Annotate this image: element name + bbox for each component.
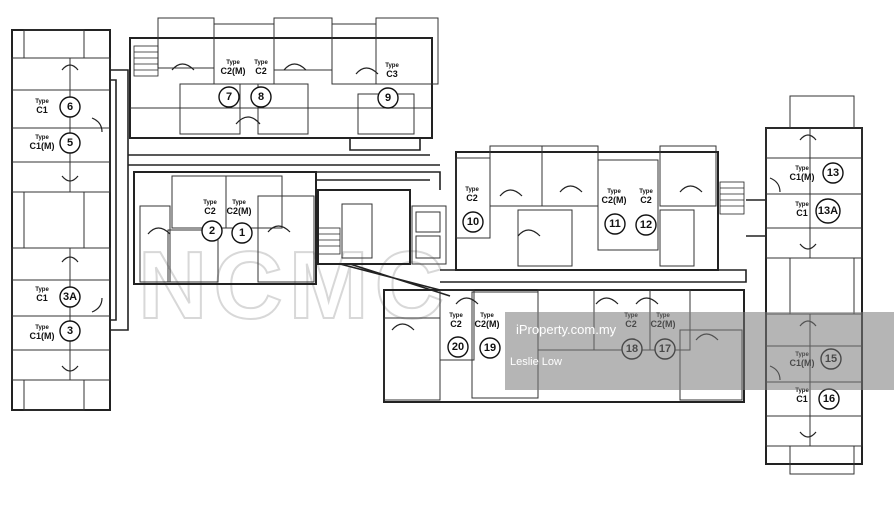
unit-number-circle: [604, 213, 626, 235]
unit-type-code: C2(M): [227, 206, 252, 216]
unit-type-code: C1(M): [790, 172, 815, 182]
unit-type-code: C1(M): [30, 331, 55, 341]
unit-number: 13A: [818, 205, 838, 217]
unit-number-circle: [462, 211, 484, 233]
unit-number-circle: [231, 222, 253, 244]
unit-number-circle: [59, 96, 81, 118]
unit-number: 11: [609, 218, 621, 230]
unit-number-circle: [635, 214, 657, 236]
brand-text: iProperty.com.my: [516, 322, 617, 337]
unit-type-code: C1: [36, 293, 48, 303]
unit-type-word: Type: [795, 202, 809, 208]
unit-number-circle: [447, 336, 469, 358]
right-center-block: [440, 145, 766, 283]
left-connector: [110, 69, 440, 331]
unit-number: 20: [452, 341, 464, 353]
unit-number: 8: [258, 91, 264, 103]
unit-number: 3A: [63, 291, 77, 303]
unit-number: 5: [67, 137, 73, 149]
unit-number: 6: [67, 101, 73, 113]
unit-type-word: Type: [795, 388, 809, 394]
unit-type-code: C2: [640, 195, 652, 205]
unit-number-circle: [815, 198, 841, 224]
unit-number-circle: [479, 337, 501, 359]
top-block: [129, 17, 439, 151]
unit-number-circle: [822, 162, 844, 184]
unit-type-word: Type: [254, 60, 268, 66]
unit-type-code: C2(M): [221, 66, 246, 76]
unit-type-code: C2: [450, 319, 462, 329]
unit-type-code: C2: [466, 193, 478, 203]
unit-number-circle: [59, 286, 81, 308]
unit-number: 1: [239, 227, 245, 239]
unit-number: 7: [226, 91, 232, 103]
unit-type-code: C2: [204, 206, 216, 216]
unit-type-word: Type: [607, 189, 621, 195]
unit-number-circle: [377, 87, 399, 109]
unit-type-code: C2: [255, 66, 267, 76]
lift-core: [316, 171, 451, 297]
unit-type-code: C3: [386, 69, 398, 79]
unit-type-word: Type: [35, 325, 49, 331]
unit-type-code: C1: [36, 105, 48, 115]
unit-type-code: C2(M): [602, 195, 627, 205]
unit-type-word: Type: [795, 166, 809, 172]
unit-type-word: Type: [480, 313, 494, 319]
unit-number-circle: [250, 86, 272, 108]
watermark-banner: [505, 312, 894, 390]
unit-type-code: C1: [796, 208, 808, 218]
unit-number: 10: [467, 216, 479, 228]
watermark-text: NCMC: [138, 232, 450, 339]
unit-number-circle: [59, 320, 81, 342]
center-block: [133, 171, 317, 285]
unit-number: 12: [640, 219, 652, 231]
unit-type-word: Type: [35, 99, 49, 105]
unit-number: 3: [67, 325, 73, 337]
unit-type-word: Type: [232, 200, 246, 206]
unit-type-code: C1(M): [30, 141, 55, 151]
unit-type-code: C2(M): [475, 319, 500, 329]
unit-number-circle: [201, 220, 223, 242]
unit-type-word: Type: [35, 135, 49, 141]
agent-name: Leslie Low: [510, 356, 562, 368]
unit-type-word: Type: [639, 189, 653, 195]
unit-number: 16: [823, 393, 835, 405]
unit-number: 9: [385, 92, 391, 104]
right-wing: [765, 95, 863, 475]
left-wing: [11, 29, 111, 411]
unit-type-word: Type: [203, 200, 217, 206]
unit-type-word: Type: [449, 313, 463, 319]
unit-type-word: Type: [226, 60, 240, 66]
unit-number: 13: [827, 167, 839, 179]
unit-type-word: Type: [35, 287, 49, 293]
unit-number: 2: [209, 225, 215, 237]
unit-type-code: C1: [796, 394, 808, 404]
unit-number-circle: [59, 132, 81, 154]
unit-number-circle: [218, 86, 240, 108]
unit-type-word: Type: [465, 187, 479, 193]
unit-number: 19: [484, 342, 496, 354]
unit-type-word: Type: [385, 63, 399, 69]
